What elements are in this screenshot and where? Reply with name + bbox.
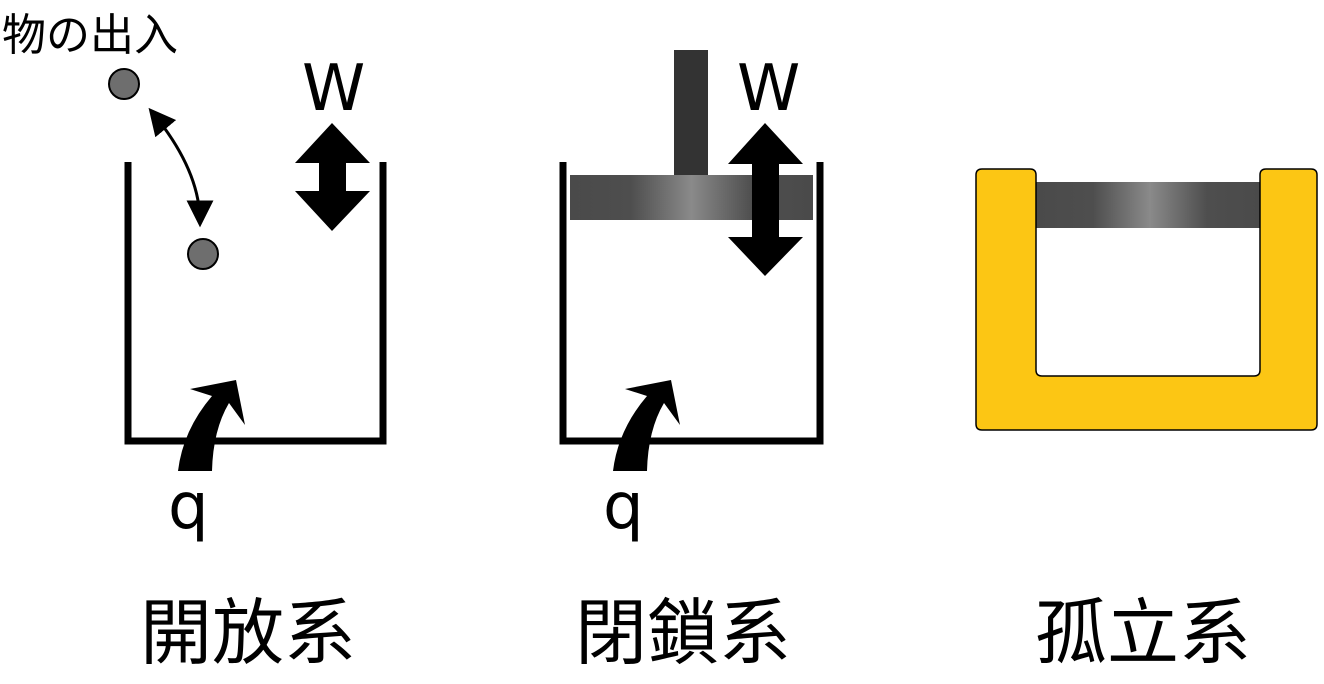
open-system: 物の出入 W q 開放系: [2, 10, 387, 675]
heat-label-open: q: [168, 470, 209, 544]
work-double-arrow-open: [295, 123, 370, 231]
closed-system: W q 閉鎖系: [559, 50, 824, 675]
open-system-title: 開放系: [140, 591, 356, 675]
piston-rod: [674, 50, 708, 176]
heat-arrow-open: [178, 380, 245, 471]
heat-label-closed: q: [603, 470, 644, 544]
work-label-open: W: [302, 52, 365, 126]
insulating-wall: [975, 168, 1318, 431]
work-label-closed: W: [737, 52, 800, 126]
matter-exchange-arrow: [148, 107, 214, 228]
matter-exchange-label: 物の出入: [2, 10, 178, 61]
particle-inside: [187, 238, 219, 270]
open-container-wall: [124, 162, 387, 445]
isolated-piston-plate: [1036, 182, 1264, 228]
work-double-arrow-closed: [728, 123, 803, 276]
closed-container-wall: [559, 162, 824, 445]
particle-outside: [108, 68, 140, 100]
isolated-system-title: 孤立系: [1035, 591, 1251, 675]
isolated-system: 孤立系: [975, 168, 1318, 675]
closed-system-title: 閉鎖系: [575, 591, 791, 675]
heat-arrow-closed: [613, 380, 680, 471]
